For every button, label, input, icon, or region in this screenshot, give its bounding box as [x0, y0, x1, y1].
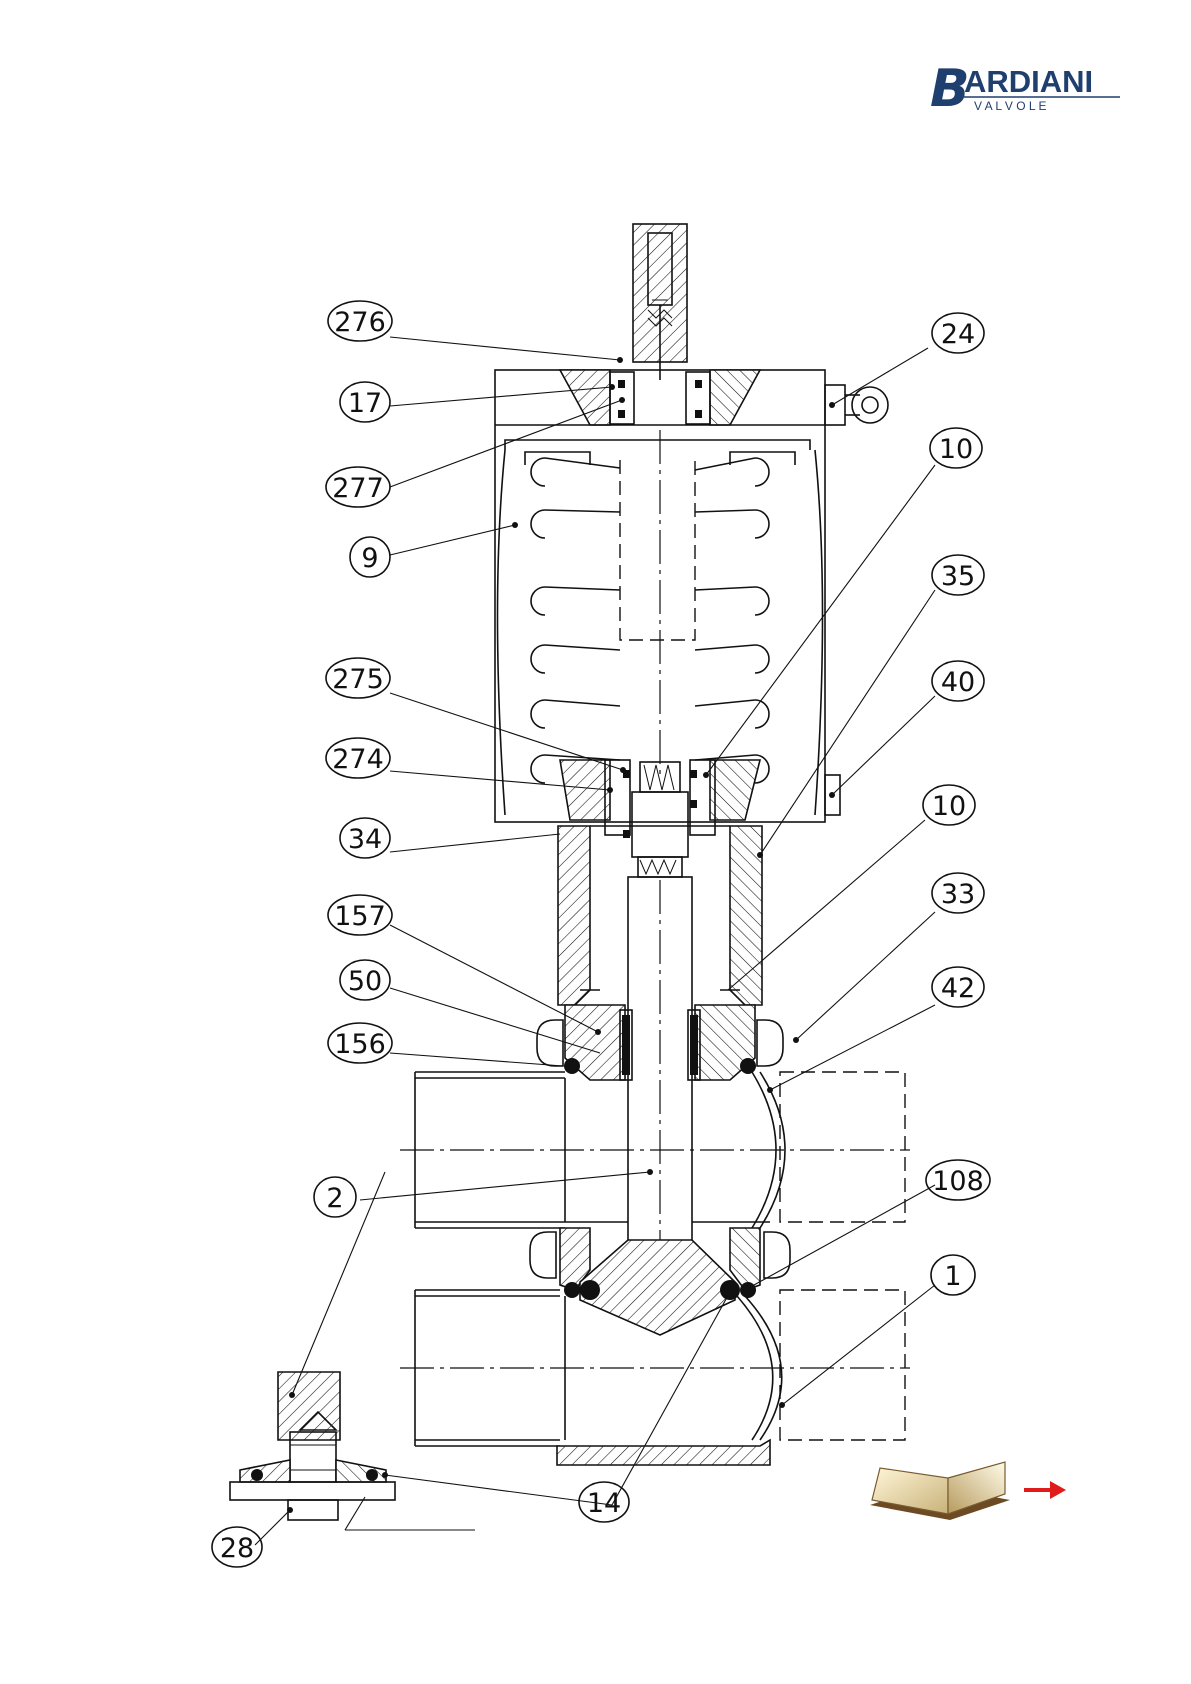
balloon-14-label: 14 [587, 1488, 621, 1519]
balloon-1: 1 [931, 1255, 975, 1295]
balloon-40-label: 40 [941, 667, 975, 698]
balloon-108-label: 108 [932, 1166, 984, 1197]
balloon-9: 9 [350, 537, 390, 577]
balloon-10-lower-label: 10 [932, 791, 966, 822]
balloon-10-upper: 10 [930, 428, 982, 468]
balloon-274-label: 274 [332, 744, 384, 775]
balloon-156-label: 156 [334, 1029, 386, 1060]
balloon-40: 40 [932, 661, 984, 701]
top-stem [633, 224, 687, 380]
balloon-28-label: 28 [220, 1533, 254, 1564]
right-arrow-icon[interactable] [1024, 1481, 1066, 1499]
balloon-9-label: 9 [361, 543, 378, 574]
leader-lines [255, 337, 935, 1545]
balloon-277-label: 277 [332, 473, 384, 504]
balloon-1-label: 1 [944, 1261, 961, 1292]
balloon-156: 156 [328, 1023, 392, 1063]
balloon-35-label: 35 [941, 561, 975, 592]
balloon-277: 277 [326, 467, 390, 507]
balloon-50: 50 [340, 960, 390, 1000]
balloon-274: 274 [326, 738, 390, 778]
balloon-34-label: 34 [348, 824, 382, 855]
balloon-2-label: 2 [326, 1183, 343, 1214]
balloon-10-upper-label: 10 [939, 434, 973, 465]
balloon-35: 35 [932, 555, 984, 595]
balloon-42: 42 [932, 967, 984, 1007]
balloon-17-label: 17 [348, 388, 382, 419]
balloon-24-label: 24 [941, 319, 975, 350]
balloon-42-label: 42 [941, 973, 975, 1004]
balloon-276-label: 276 [334, 307, 386, 338]
seat-and-plug [530, 1228, 790, 1335]
detail-view [230, 1372, 475, 1530]
balloon-33-label: 33 [941, 879, 975, 910]
lantern-yoke [537, 826, 783, 1247]
balloon-157-label: 157 [334, 901, 386, 932]
balloon-50-label: 50 [348, 966, 382, 997]
balloon-157: 157 [328, 895, 392, 935]
actuator-cylinder [495, 370, 888, 877]
balloon-14: 14 [579, 1482, 629, 1522]
balloon-275: 275 [326, 658, 390, 698]
balloon-108: 108 [926, 1160, 990, 1200]
balloon-276: 276 [328, 301, 392, 341]
balloon-10-lower: 10 [923, 785, 975, 825]
open-book-icon[interactable] [860, 1450, 1070, 1530]
valve-body-upper [400, 1072, 910, 1228]
balloon-275-label: 275 [332, 664, 384, 695]
balloon-2: 2 [314, 1177, 356, 1217]
balloon-24: 24 [932, 313, 984, 353]
balloon-33: 33 [932, 873, 984, 913]
balloon-28: 28 [212, 1527, 262, 1567]
balloon-34: 34 [340, 818, 390, 858]
balloon-17: 17 [340, 382, 390, 422]
